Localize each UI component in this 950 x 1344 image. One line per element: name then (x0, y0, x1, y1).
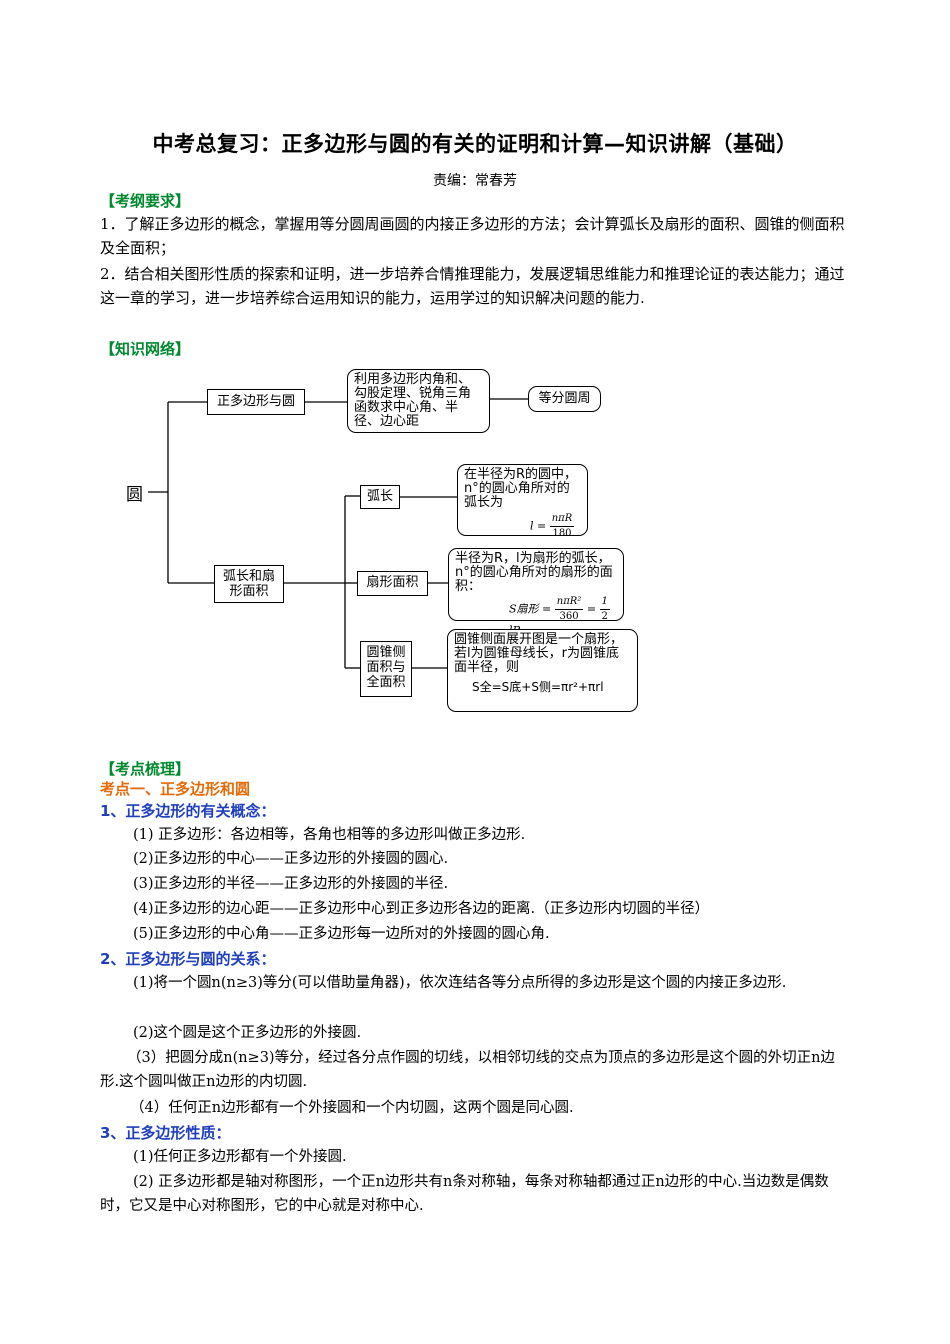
node-cone-note: 圆锥侧面展开图是一个扇形，若l为圆锥母线长，r为圆锥底面半径，则 S全=S底+S… (447, 629, 638, 712)
sub3-title: 3、正多边形性质： (100, 1124, 231, 1142)
network-heading: 【知识网络】 (100, 340, 191, 358)
node-arc-length: 弧长 (360, 485, 400, 509)
cone-note-text: 圆锥侧面展开图是一个扇形，若l为圆锥母线长，r为圆锥底面半径，则 (454, 632, 624, 675)
node-sector-note: 半径为R，l为扇形的弧长，n°的圆心角所对的扇形的面积： S扇形 = nπR² … (448, 548, 624, 637)
outline-heading: 【考纲要求】 (100, 192, 191, 210)
sub1-title: 1、正多边形的有关概念： (100, 802, 276, 820)
sub2-p3: （3）把圆分成n(n≥3)等分，经过各分点作圆的切线，以相邻切线的交点为顶点的多… (100, 1050, 835, 1090)
sub1-item-4: (4)正多边形的边心距——正多边形中心到正多边形各边的距离.（正多边形内切圆的半… (133, 901, 710, 917)
editor-credit: 责编：常春芳 (433, 173, 517, 189)
outline-item-2: 2．结合相关图形性质的探索和证明，进一步培养合情推理能力，发展逻辑思维能力和推理… (100, 265, 845, 307)
node-polygon-note: 利用多边形内角和、勾股定理、锐角三角函数求中心角、半径、边心距 (347, 369, 490, 433)
sub1-item-5: (5)正多边形的中心角——正多边形每一边所对的外接圆的圆心角. (133, 926, 550, 942)
arc-formula-lhs: l = (530, 519, 547, 533)
sector-formula-lhs: S扇形 = (509, 602, 552, 616)
sub2-p1: (1)将一个圆n(n≥3)等分(可以借助量角器)，依次连结各等分点所得的多边形是… (133, 975, 787, 991)
outline-item-1: 1．了解正多边形的概念，掌握用等分圆周画圆的内接正多边形的方法；会计算弧长及扇形… (100, 215, 845, 257)
node-arc-note: 在半径为R的圆中，n°的圆心角所对的弧长为 l = nπR 180 (457, 464, 588, 539)
sub1-item-2: (2)正多边形的中心——正多边形的外接圆的圆心. (133, 851, 449, 867)
sub3-p2: (2) 正多边形都是轴对称图形，一个正n边形共有n条对称轴，每条对称轴都通过正n… (100, 1174, 829, 1214)
diagram-connectors (148, 398, 528, 669)
cone-formula: S全=S底+S侧=πr²+πrl (472, 680, 604, 694)
arc-formula-num: nπR (549, 512, 575, 527)
sector-note-text: 半径为R，l为扇形的弧长，n°的圆心角所对的扇形的面积： (455, 551, 613, 594)
sub1-item-3: (3)正多边形的半径——正多边形的外接圆的半径. (133, 876, 449, 892)
sub2-title: 2、正多边形与圆的关系： (100, 950, 276, 968)
sector-formula-den2: 2 (601, 611, 608, 622)
arc-formula-den: 180 (552, 528, 572, 539)
sector-formula-frac2: 1 2 (599, 595, 610, 624)
sector-formula-num: nπR² (554, 595, 584, 610)
arc-formula: l = nπR 180 (530, 512, 581, 541)
point1-title: 考点一、正多边形和圆 (100, 780, 251, 798)
sub2-p4: （4）任何正n边形都有一个外接圆和一个内切圆，这两个圆是同心圆. (130, 1100, 574, 1116)
node-cone-area: 圆锥侧面积与全面积 (360, 641, 412, 697)
node-arc-sector: 弧长和扇形面积 (214, 565, 284, 603)
sector-formula-eq: = (586, 602, 597, 616)
node-sector-area: 扇形面积 (357, 571, 428, 596)
diagram-root: 圆 (126, 485, 143, 505)
sector-formula-den: 360 (559, 611, 579, 622)
sector-formula-frac1: nπR² 360 (554, 595, 584, 624)
node-polygon-circle: 正多边形与圆 (207, 389, 305, 415)
node-equal-division: 等分圆周 (528, 386, 601, 412)
arc-note-text: 在半径为R的圆中，n°的圆心角所对的弧长为 (464, 467, 578, 510)
points-heading: 【考点梳理】 (100, 760, 191, 778)
arc-formula-frac: nπR 180 (549, 512, 575, 541)
sector-formula-num2: 1 (599, 595, 610, 610)
sub2-p2: (2)这个圆是这个正多边形的外接圆. (133, 1025, 362, 1041)
sub1-item-1: (1) 正多边形：各边相等，各角也相等的多边形叫做正多边形. (133, 827, 526, 843)
sub3-p1: (1)任何正多边形都有一个外接圆. (133, 1149, 347, 1165)
page-title: 中考总复习：正多边形与圆的有关的证明和计算—知识讲解（基础） (152, 132, 798, 156)
